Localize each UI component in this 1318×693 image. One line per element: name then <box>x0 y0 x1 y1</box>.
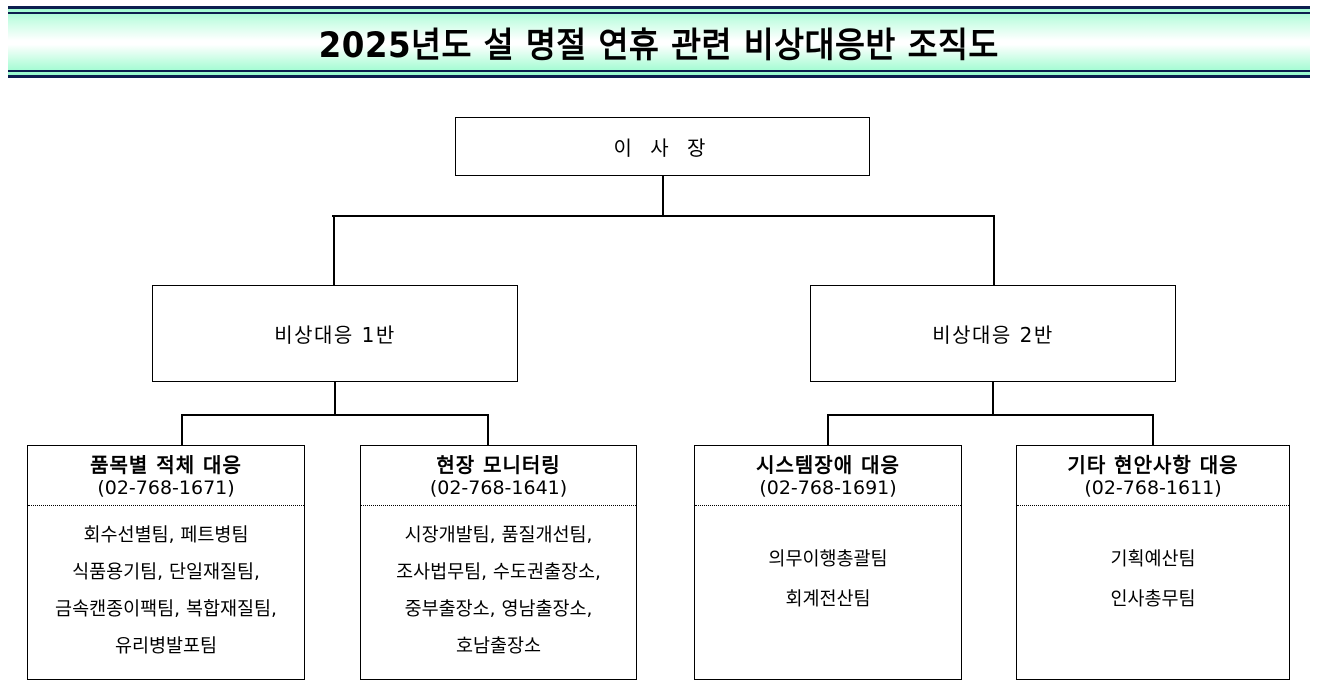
org-node-function-4-name: 기타 현안사항 대응 <box>1067 453 1239 477</box>
org-node-function-4-header: 기타 현안사항 대응 (02-768-1611) <box>1017 446 1289 506</box>
org-node-team2-title: 비상대응 2반 <box>932 323 1054 347</box>
connector-team1-bus <box>181 414 488 416</box>
org-node-function-1-phone: (02-768-1671) <box>97 477 235 499</box>
team-line: 회수선별팀, 페트병팀 <box>83 525 249 547</box>
org-node-team1: 비상대응 1반 <box>152 285 518 382</box>
org-node-function-3: 시스템장애 대응 (02-768-1691) 의무이행총괄팀 회계전산팀 <box>694 445 962 680</box>
connector-level2-drop-left <box>333 215 335 286</box>
org-node-function-3-name: 시스템장애 대응 <box>756 453 900 477</box>
team-line: 기획예산팀 <box>1110 548 1196 570</box>
org-node-function-4-teams: 기획예산팀 인사총무팀 <box>1017 506 1289 679</box>
connector-team2-drop-b <box>1152 414 1154 446</box>
team-line: 금속캔종이팩팀, 복합재질팀, <box>55 599 277 621</box>
team-line: 회계전산팀 <box>785 589 871 611</box>
org-node-function-1: 품목별 적체 대응 (02-768-1671) 회수선별팀, 페트병팀 식품용기… <box>27 445 305 680</box>
connector-team2-bus <box>827 414 1153 416</box>
org-node-function-4: 기타 현안사항 대응 (02-768-1611) 기획예산팀 인사총무팀 <box>1016 445 1290 680</box>
team-line: 유리병발포팀 <box>114 636 218 658</box>
org-node-function-2-teams: 시장개발팀, 품질개선팀, 조사법무팀, 수도권출장소, 중부출장소, 영남출장… <box>361 506 636 679</box>
connector-team1-drop-a <box>181 414 183 446</box>
connector-team2-stem <box>992 382 994 415</box>
org-node-root-title: 이 사 장 <box>613 136 712 160</box>
team-line: 호남출장소 <box>455 636 542 658</box>
org-node-function-3-phone: (02-768-1691) <box>759 477 897 499</box>
connector-team1-stem <box>334 382 336 415</box>
org-node-function-1-teams: 회수선별팀, 페트병팀 식품용기팀, 단일재질팀, 금속캔종이팩팀, 복합재질팀… <box>28 506 304 679</box>
org-node-function-2: 현장 모니터링 (02-768-1641) 시장개발팀, 품질개선팀, 조사법무… <box>360 445 637 680</box>
org-node-function-1-name: 품목별 적체 대응 <box>90 453 242 477</box>
org-node-function-3-teams: 의무이행총괄팀 회계전산팀 <box>695 506 961 679</box>
org-node-root: 이 사 장 <box>455 117 870 176</box>
page-title: 2025년도 설 명절 연휴 관련 비상대응반 조직도 <box>318 25 1000 66</box>
team-line: 식품용기팀, 단일재질팀, <box>72 562 260 584</box>
team-line: 인사총무팀 <box>1110 589 1196 611</box>
org-node-team2: 비상대응 2반 <box>810 285 1176 382</box>
team-line: 시장개발팀, 품질개선팀, <box>404 525 593 547</box>
connector-root-stem <box>662 176 664 216</box>
org-node-function-2-phone: (02-768-1641) <box>429 477 568 499</box>
org-node-function-2-name: 현장 모니터링 <box>436 453 561 477</box>
connector-team1-drop-b <box>487 414 489 446</box>
connector-level2-drop-right <box>993 215 995 286</box>
org-node-function-3-header: 시스템장애 대응 (02-768-1691) <box>695 446 961 506</box>
org-node-function-1-header: 품목별 적체 대응 (02-768-1671) <box>28 446 304 506</box>
team-line: 조사법무팀, 수도권출장소, <box>396 562 601 584</box>
team-line: 중부출장소, 영남출장소, <box>404 599 593 621</box>
org-node-function-2-header: 현장 모니터링 (02-768-1641) <box>361 446 636 506</box>
org-node-function-4-phone: (02-768-1611) <box>1084 477 1222 499</box>
org-node-team1-title: 비상대응 1반 <box>274 323 396 347</box>
connector-level2-bus <box>332 215 994 217</box>
connector-team2-drop-a <box>827 414 829 446</box>
title-banner: 2025년도 설 명절 연휴 관련 비상대응반 조직도 <box>8 6 1310 78</box>
team-line: 의무이행총괄팀 <box>768 548 888 570</box>
